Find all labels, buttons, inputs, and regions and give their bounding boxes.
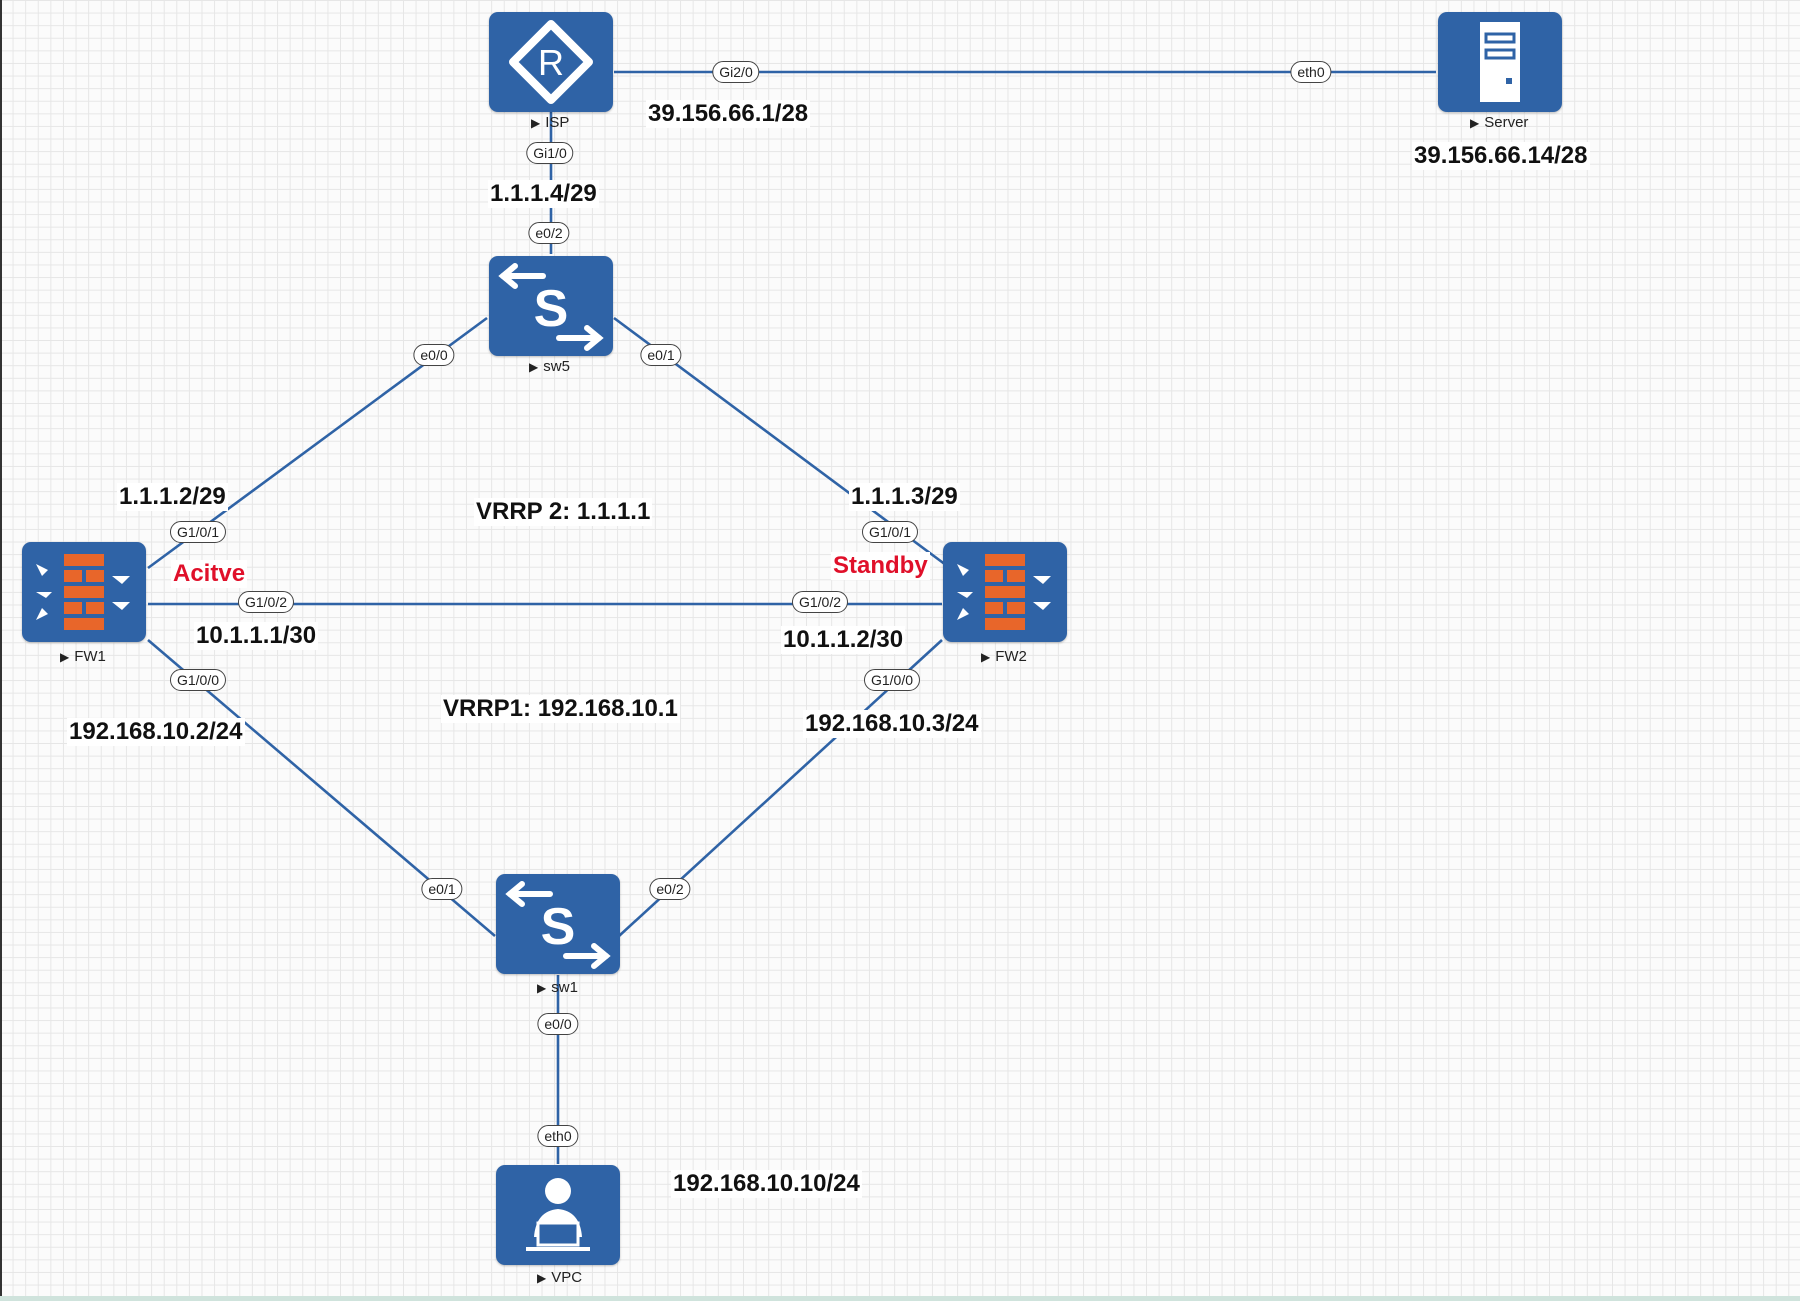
addr-server: 39.156.66.14/28 (1412, 142, 1590, 170)
port-fw1-g1-0-1[interactable]: G1/0/1 (169, 521, 227, 543)
switch-icon: S (505, 881, 611, 969)
canvas-left-border (0, 0, 2, 1301)
addr-isp-inside: 1.1.1.4/29 (488, 180, 599, 208)
sw5-switch[interactable]: S (489, 256, 613, 356)
fw2-label: FW2 (995, 648, 1027, 665)
addr-fw2-heartbeat: 10.1.1.2/30 (781, 626, 906, 654)
isp-label: ISP (545, 114, 570, 131)
addr-fw2-uplink: 1.1.1.3/29 (849, 483, 960, 511)
port-sw1-e0-2[interactable]: e0/2 (649, 878, 691, 900)
svg-text:S: S (541, 898, 576, 956)
addr-isp-outside: 39.156.66.1/28 (646, 100, 811, 128)
switch-icon: S (498, 263, 604, 351)
port-fw2-g1-0-1[interactable]: G1/0/1 (861, 521, 919, 543)
fw2-firewall[interactable] (943, 542, 1067, 642)
server-label: Server (1484, 114, 1529, 131)
port-sw1-e0-1[interactable]: e0/1 (421, 878, 463, 900)
firewall-icon (957, 554, 1051, 630)
addr-vpc: 192.168.10.10/24 (671, 1170, 862, 1198)
pc-user-icon (526, 1178, 590, 1251)
port-fw1-g1-0-0[interactable]: G1/0/0 (169, 669, 227, 691)
svg-text:S: S (534, 280, 569, 338)
addr-fw1-heartbeat: 10.1.1.1/30 (194, 622, 319, 650)
port-sw5-e0-0[interactable]: e0/0 (413, 344, 455, 366)
port-fw2-g1-0-2[interactable]: G1/0/2 (791, 591, 849, 613)
sw5-caption: ▶sw5 (529, 358, 570, 375)
sw1-switch[interactable]: S (496, 874, 620, 974)
server-icon (1480, 22, 1520, 102)
sw5-label: sw5 (543, 358, 570, 375)
vrrp-upper-label: VRRP 2: 1.1.1.1 (474, 498, 653, 526)
port-isp-gi1-0[interactable]: Gi1/0 (526, 142, 574, 164)
fw1-caption: ▶FW1 (60, 648, 106, 665)
addr-fw1-uplink: 1.1.1.2/29 (117, 483, 228, 511)
svg-text:R: R (538, 42, 564, 83)
fw1-state-label: Acitve (171, 560, 248, 588)
server-caption: ▶Server (1470, 114, 1529, 131)
addr-fw1-downlink: 192.168.10.2/24 (67, 718, 245, 746)
sw1-caption: ▶sw1 (537, 979, 578, 996)
router-icon: R (509, 20, 593, 104)
sw1-label: sw1 (551, 979, 578, 996)
fw2-state-label: Standby (831, 552, 930, 580)
port-vpc-eth0[interactable]: eth0 (537, 1125, 579, 1147)
canvas-bottom-border (0, 1296, 1800, 1301)
fw1-firewall[interactable] (22, 542, 146, 642)
vpc-caption: ▶VPC (537, 1269, 583, 1286)
server-node[interactable] (1438, 12, 1562, 112)
port-sw5-e0-1[interactable]: e0/1 (640, 344, 682, 366)
port-server-eth0[interactable]: eth0 (1290, 61, 1332, 83)
firewall-icon (36, 554, 130, 630)
fw2-caption: ▶FW2 (981, 648, 1027, 665)
port-sw5-e0-2[interactable]: e0/2 (528, 222, 570, 244)
vpc-label: VPC (551, 1269, 583, 1286)
port-sw1-e0-0[interactable]: e0/0 (537, 1013, 579, 1035)
isp-caption: ▶ISP (531, 114, 570, 131)
isp-router[interactable]: R (489, 12, 613, 112)
addr-fw2-downlink: 192.168.10.3/24 (803, 710, 981, 738)
vrrp-lower-label: VRRP1: 192.168.10.1 (441, 695, 680, 723)
vpc-node[interactable] (496, 1165, 620, 1265)
port-isp-gi2-0[interactable]: Gi2/0 (712, 61, 760, 83)
port-fw2-g1-0-0[interactable]: G1/0/0 (863, 669, 921, 691)
fw1-label: FW1 (74, 648, 106, 665)
port-fw1-g1-0-2[interactable]: G1/0/2 (237, 591, 295, 613)
